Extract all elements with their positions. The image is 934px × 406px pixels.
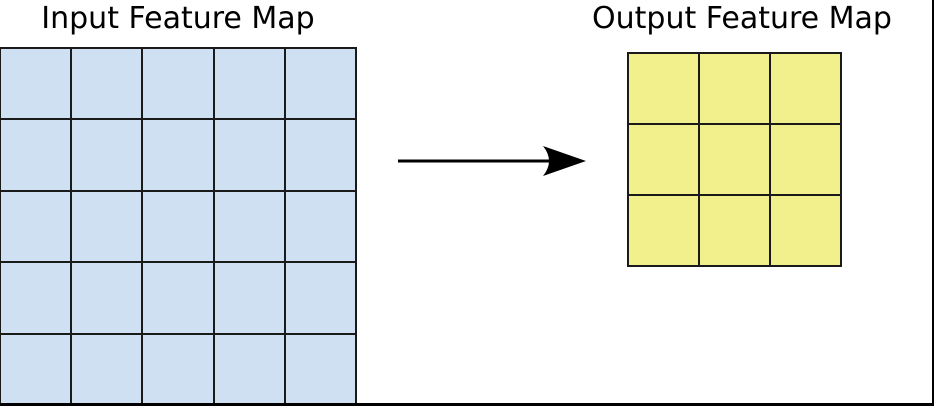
input-feature-cell	[285, 191, 355, 262]
input-feature-cell	[214, 120, 284, 190]
input-feature-cell	[1, 49, 71, 119]
input-feature-cell	[143, 263, 213, 333]
input-feature-cell	[143, 334, 213, 403]
input-feature-cell	[72, 334, 142, 403]
input-feature-cell	[72, 49, 142, 119]
input-feature-cell	[143, 191, 213, 262]
output-feature-cell	[629, 196, 698, 265]
input-feature-cell	[285, 49, 355, 119]
output-feature-map-grid	[627, 52, 842, 267]
input-feature-cell	[214, 191, 284, 262]
output-feature-cell	[771, 125, 840, 194]
output-feature-cell	[700, 54, 769, 123]
output-feature-map-title: Output Feature Map	[592, 1, 892, 36]
output-feature-cell	[771, 196, 840, 265]
right-arrow-icon	[398, 146, 586, 176]
input-feature-cell	[214, 263, 284, 333]
input-feature-cell	[1, 263, 71, 333]
input-feature-cell	[72, 263, 142, 333]
input-feature-cell	[72, 120, 142, 190]
input-feature-cell	[1, 191, 71, 262]
input-feature-cell	[285, 120, 355, 190]
arrow-head	[543, 146, 586, 176]
output-feature-cell	[771, 54, 840, 123]
input-feature-cell	[285, 334, 355, 403]
output-feature-cell	[700, 125, 769, 194]
input-feature-cell	[143, 49, 213, 119]
output-feature-cell	[629, 54, 698, 123]
output-feature-cell	[629, 125, 698, 194]
input-feature-cell	[214, 334, 284, 403]
input-feature-cell	[1, 334, 71, 403]
input-feature-cell	[214, 49, 284, 119]
input-feature-cell	[143, 120, 213, 190]
input-feature-map-title: Input Feature Map	[41, 1, 315, 36]
input-feature-cell	[72, 191, 142, 262]
input-feature-map-grid	[0, 47, 357, 403]
input-feature-cell	[1, 120, 71, 190]
output-feature-cell	[700, 196, 769, 265]
input-feature-cell	[285, 263, 355, 333]
